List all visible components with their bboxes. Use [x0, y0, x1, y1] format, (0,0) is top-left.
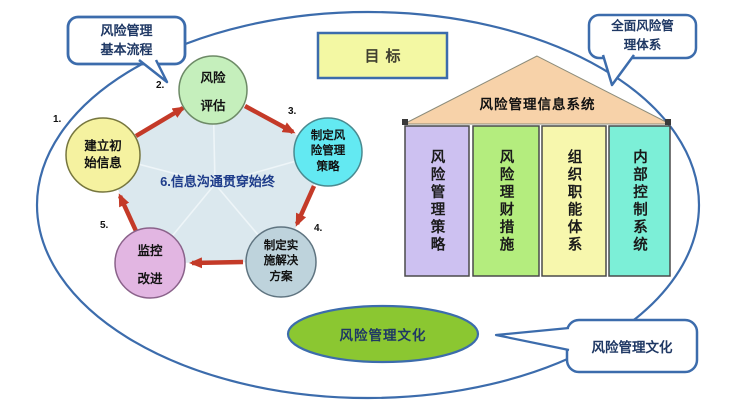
- roof-corner-right: [665, 119, 671, 125]
- house-column-4: [608, 125, 671, 277]
- arrow-step4-to-step5: [189, 257, 244, 269]
- culture-ellipse: [286, 304, 480, 364]
- goal-box: [316, 31, 449, 80]
- callout-top-right-box: [587, 13, 698, 60]
- callout-bottom-right-box: [565, 318, 699, 374]
- cycle-arrows: [117, 104, 317, 269]
- step-circle-3: [293, 117, 363, 187]
- arrow-step2-to-step3: [243, 104, 296, 134]
- arrow-step3-to-step4: [294, 185, 317, 227]
- step-circle-1: [65, 117, 141, 193]
- step-circle-5: [114, 227, 186, 299]
- callout-top-left-box: [66, 15, 187, 66]
- callout-top-left-tail: [138, 59, 169, 84]
- callout-top-right-tail: [601, 54, 636, 87]
- arrow-step5-to-step1: [117, 193, 139, 232]
- arrow-step1-to-step2: [134, 106, 186, 138]
- roof-corner-left: [402, 119, 408, 125]
- callout-bottom-right-tail: [494, 326, 570, 352]
- house-column-3: [541, 125, 607, 277]
- house-column-1: [404, 125, 470, 277]
- step-circle-2: [178, 55, 248, 125]
- house-column-2: [472, 125, 540, 277]
- step-circle-4: [245, 226, 317, 298]
- house-roof: [403, 55, 671, 125]
